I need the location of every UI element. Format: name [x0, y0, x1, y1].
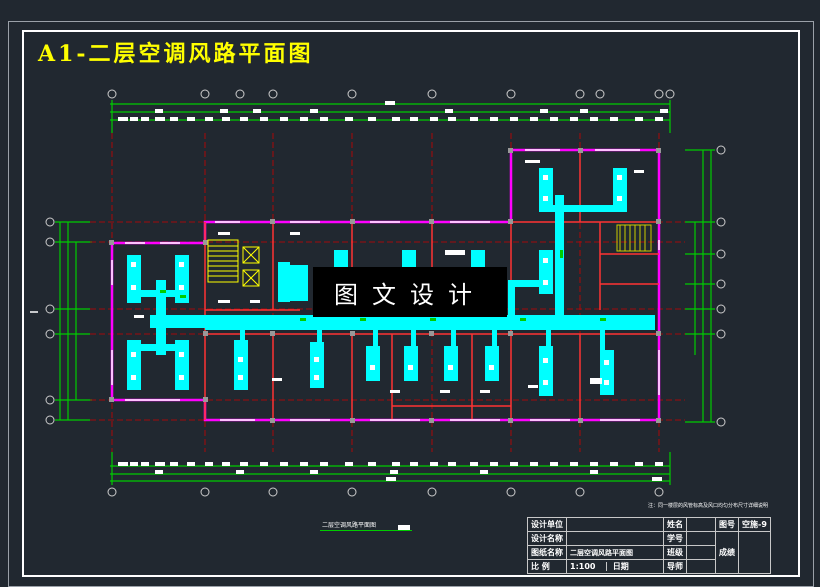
caption-scale-bar [398, 525, 410, 530]
drawing-no-label: 图号 [715, 517, 739, 532]
right-axis-markers [716, 145, 726, 427]
right-dimension-lines [685, 149, 715, 423]
drawing-no-value: 空施-9 [738, 517, 771, 532]
bottom-dim-labels [118, 462, 663, 481]
room-labels [134, 160, 644, 393]
advisor-label: 导师 [663, 559, 687, 574]
column-markers [109, 148, 661, 423]
drawing-name-value: 二层空调风路平面图 [566, 545, 664, 560]
class-label: 班级 [663, 545, 687, 560]
design-unit-label: 设计单位 [527, 517, 567, 532]
caption-underline [320, 530, 412, 531]
title-block: 设计单位 姓名 图号 空施-9 设计名称 学号 成绩 图纸名称 二层空调风路平面… [527, 517, 771, 574]
drawing-name-label: 图纸名称 [527, 545, 567, 560]
left-axis-markers [45, 217, 55, 425]
drawing-note: 注：同一楼层的风管标高及风口均匀分布尺寸详细说明 [648, 503, 769, 509]
grade-label: 成绩 [715, 531, 739, 574]
bottom-axis-markers [107, 487, 664, 497]
design-name-value [566, 531, 664, 546]
design-name-label: 设计名称 [527, 531, 567, 546]
top-dim-labels [118, 101, 668, 121]
design-unit-value [566, 517, 664, 532]
duct-dampers [160, 250, 606, 321]
window-openings [111, 149, 660, 421]
scale-label: 比 例 [527, 559, 567, 574]
advisor-value [686, 559, 716, 574]
drawing-frame [22, 30, 800, 577]
grade-value [738, 531, 771, 574]
name-value [686, 517, 716, 532]
date-label: 日期 [612, 562, 629, 571]
drawing-title: A1-二层空调风路平面图 [38, 41, 314, 67]
student-id-value [686, 531, 716, 546]
scale-value: 1:100 [567, 562, 607, 571]
air-ducts [127, 168, 655, 396]
watermark-banner: 图文设计 [313, 267, 507, 317]
left-dimension-lines [55, 221, 92, 421]
plan-caption: 二层空调风路平面图 [322, 522, 377, 529]
stairwell-left [207, 239, 260, 287]
name-label: 姓名 [663, 517, 687, 532]
class-value [686, 545, 716, 560]
student-id-label: 学号 [663, 531, 687, 546]
diffusers [131, 175, 622, 385]
top-axis-markers [107, 89, 675, 99]
stairwell-right [616, 224, 652, 252]
